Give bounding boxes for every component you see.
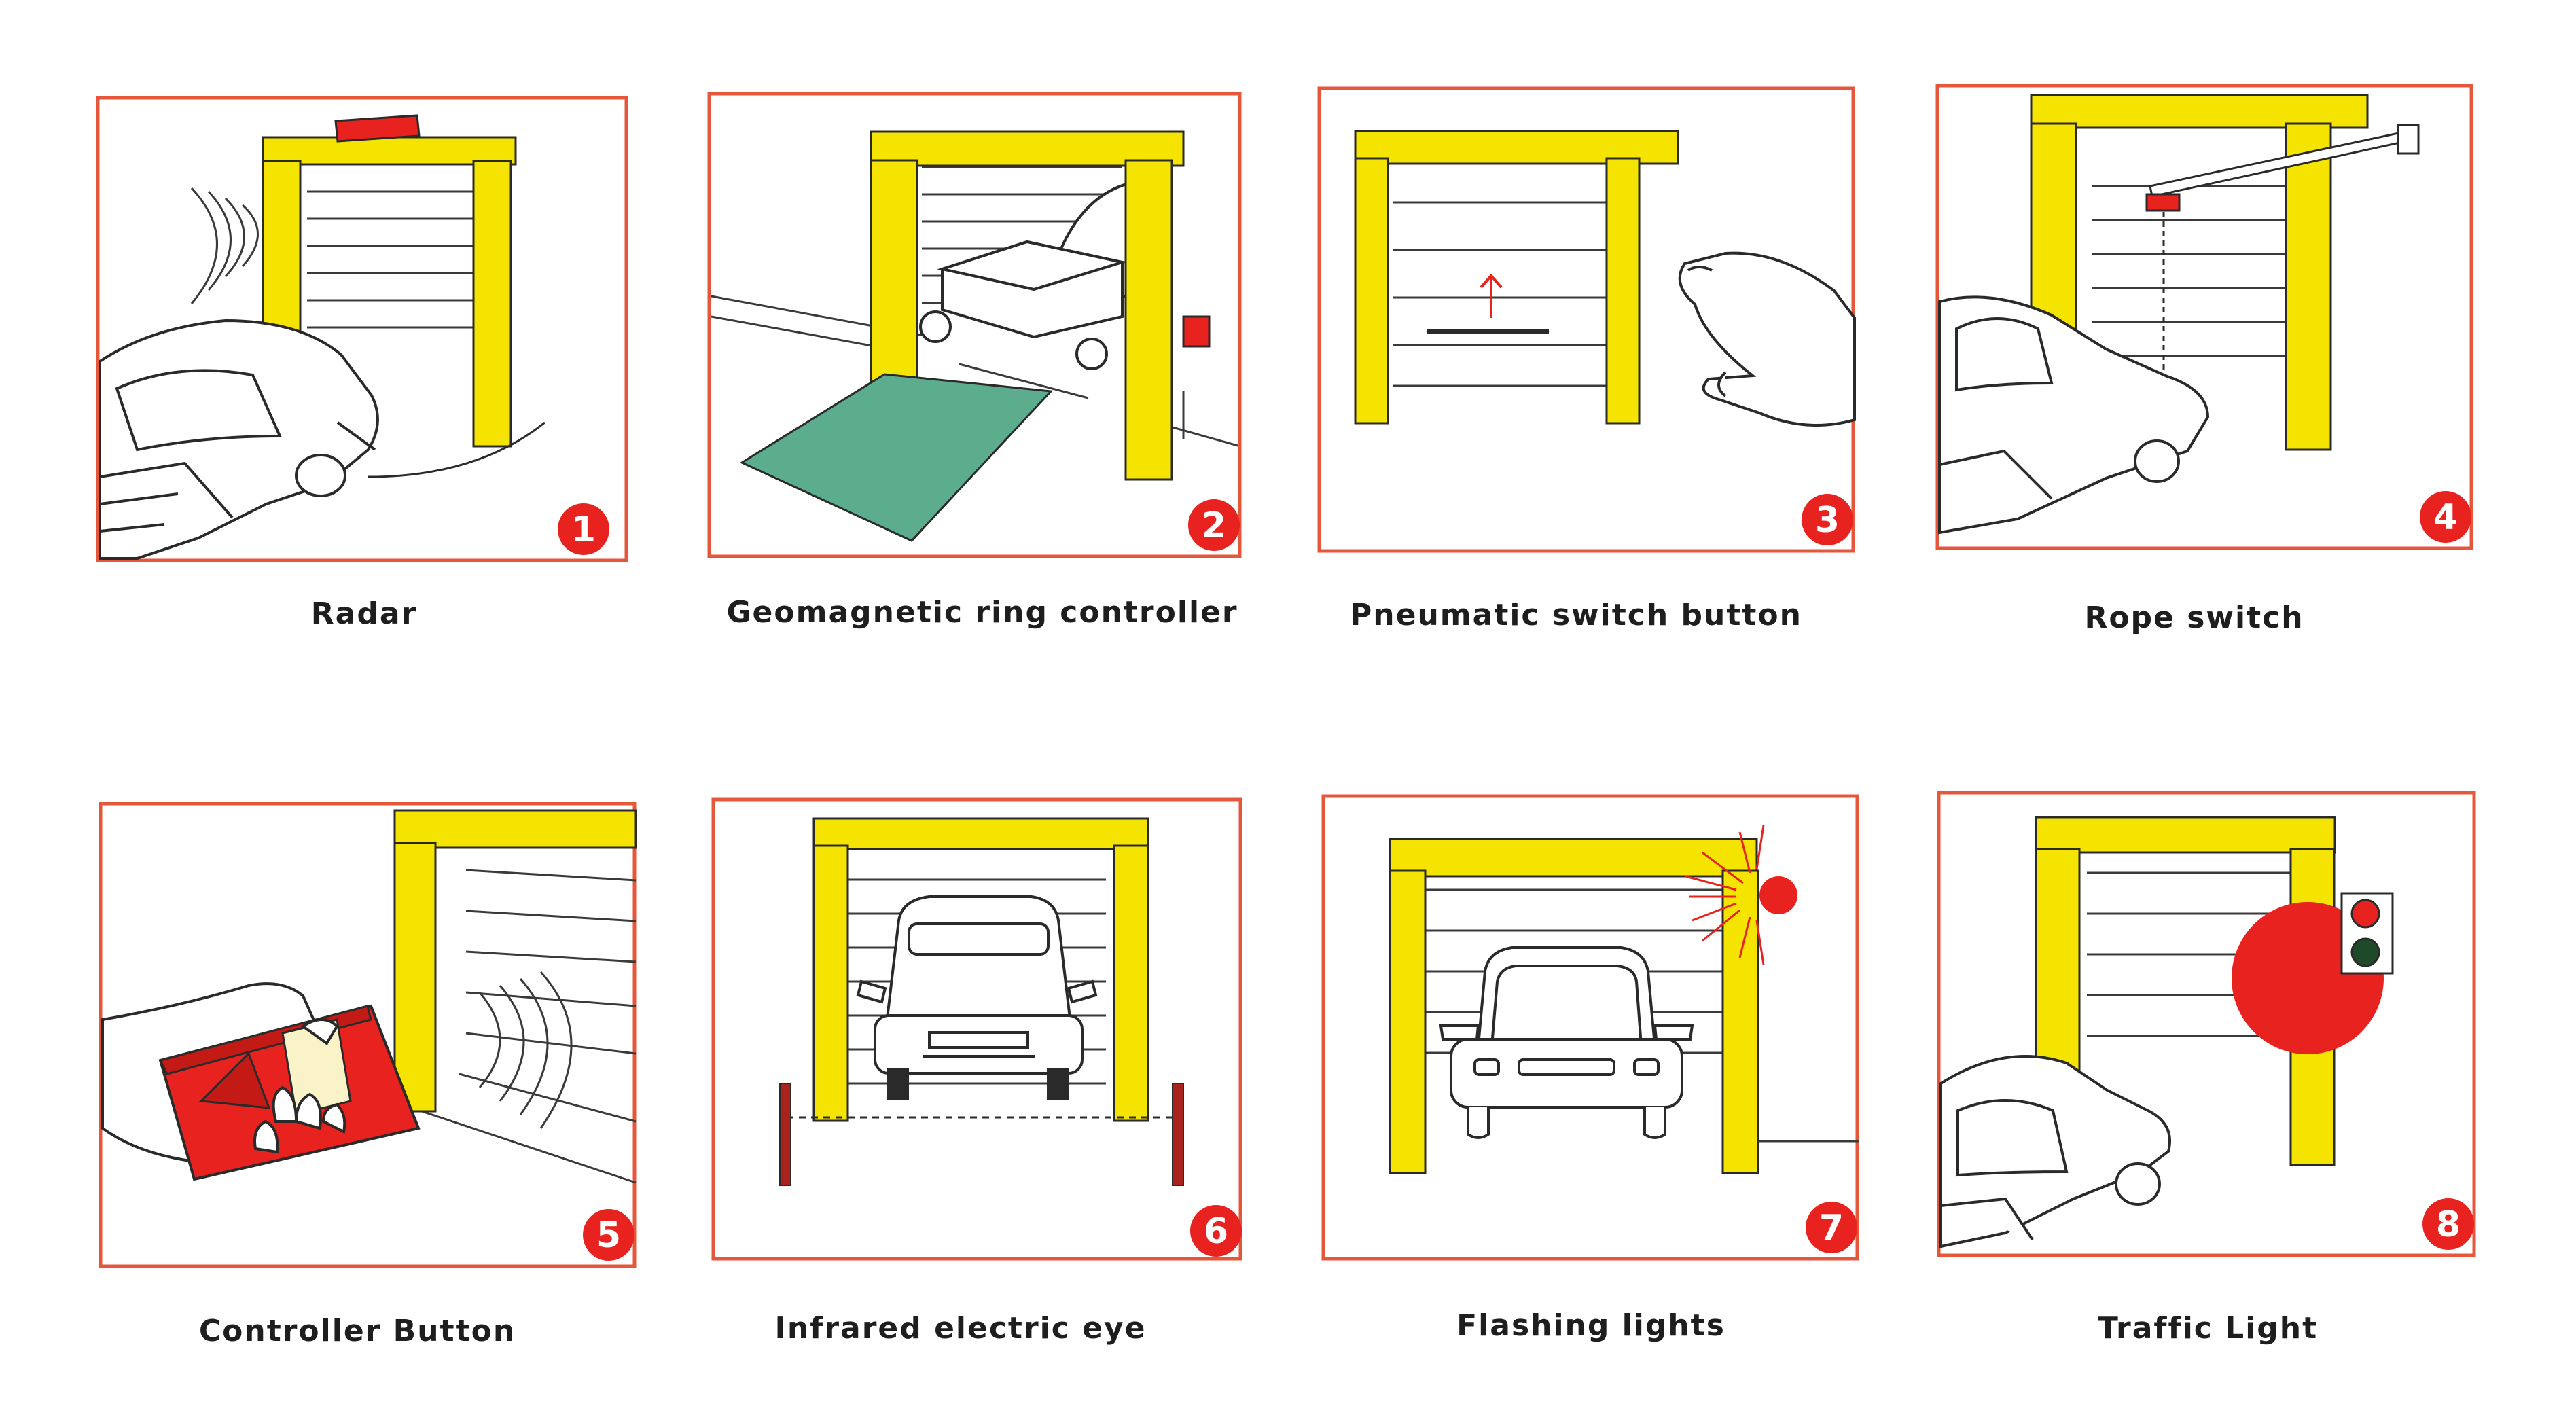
radar-sensor-icon bbox=[334, 114, 421, 143]
photocell-illustration: 6 bbox=[711, 797, 1242, 1261]
panel-number: 7 bbox=[1819, 1208, 1844, 1248]
traffic-light-icon bbox=[2340, 892, 2394, 975]
panel-pneumatic: 3 bbox=[1317, 86, 1856, 553]
panel-radar: 1 bbox=[96, 96, 628, 562]
ir-emitter-icon bbox=[779, 1083, 791, 1186]
panel-number: 5 bbox=[596, 1215, 621, 1256]
panel-number: 2 bbox=[1202, 505, 1226, 546]
panel-number: 8 bbox=[2436, 1204, 2461, 1245]
rope-switch-box-icon bbox=[2145, 193, 2181, 212]
radar-illustration: 1 bbox=[96, 96, 628, 562]
caption-pneumatic: Pneumatic switch button bbox=[1350, 598, 1802, 632]
panel-traffic-light: 8 bbox=[1937, 791, 2476, 1257]
pneumatic-illustration: 3 bbox=[1317, 86, 1856, 553]
hand-icon bbox=[1678, 251, 1856, 427]
magnetic-mat-icon bbox=[739, 373, 1054, 542]
traffic-light-illustration: 8 bbox=[1937, 791, 2476, 1257]
panel-number: 6 bbox=[1204, 1211, 1228, 1252]
panel-rope-switch: 4 bbox=[1935, 84, 2473, 550]
caption-flashing-lights: Flashing lights bbox=[1456, 1308, 1725, 1343]
flashing-light-icon bbox=[1685, 825, 1797, 965]
rope-switch-illustration: 4 bbox=[1935, 84, 2473, 550]
panel-number: 4 bbox=[2433, 497, 2458, 538]
ir-receiver-icon bbox=[1172, 1083, 1184, 1186]
caption-traffic-light: Traffic Light bbox=[2097, 1311, 2319, 1346]
panel-infrared: 6 bbox=[711, 797, 1242, 1261]
panel-geomagnetic: 2 bbox=[707, 92, 1242, 558]
panel-number: 1 bbox=[571, 509, 596, 550]
caption-controller-button: Controller Button bbox=[198, 1314, 516, 1348]
caption-radar: Radar bbox=[310, 596, 418, 631]
controller-box-icon bbox=[1182, 315, 1211, 348]
ground-loop-illustration: 2 bbox=[707, 92, 1242, 558]
panel-number: 3 bbox=[1815, 500, 1840, 541]
warning-light-illustration: 7 bbox=[1321, 794, 1859, 1261]
caption-geomagnetic: Geomagnetic ring controller bbox=[726, 595, 1238, 630]
panel-flashing-lights: 7 bbox=[1321, 794, 1859, 1261]
caption-infrared: Infrared electric eye bbox=[774, 1311, 1147, 1346]
caption-rope-switch: Rope switch bbox=[2084, 600, 2304, 635]
remote-control-illustration: 5 bbox=[99, 802, 637, 1268]
panel-controller-button: 5 bbox=[99, 802, 637, 1268]
